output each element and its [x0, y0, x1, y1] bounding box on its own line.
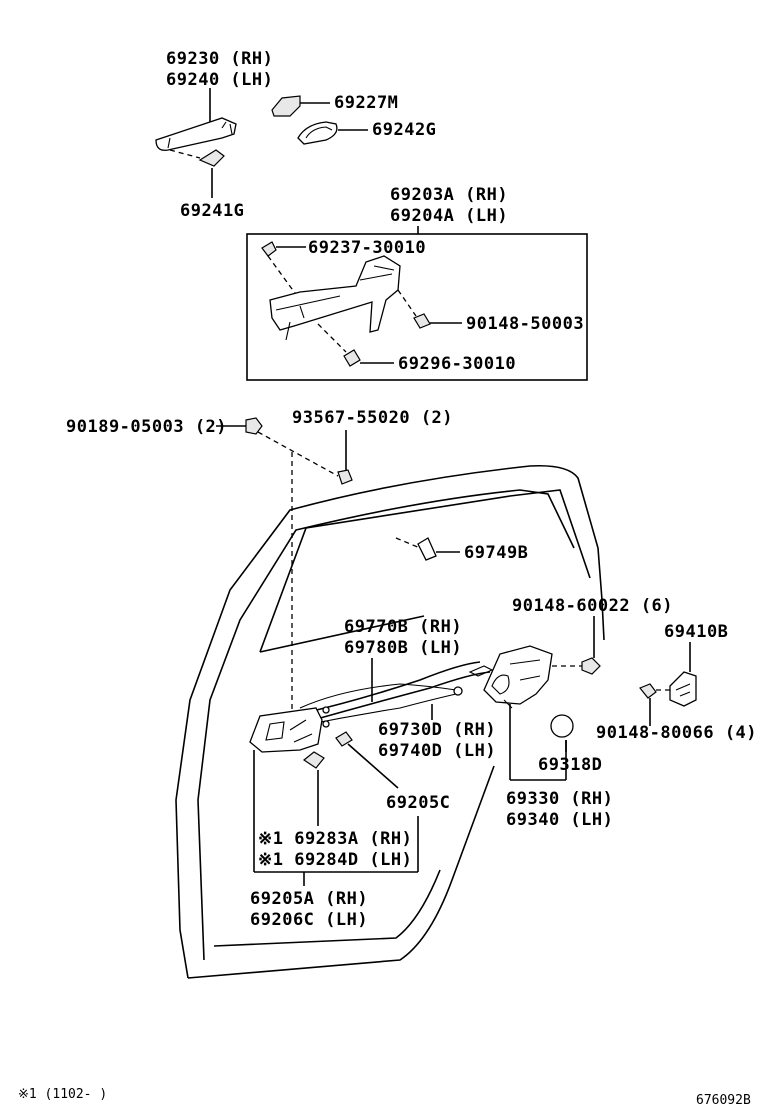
dash-69237 — [267, 255, 301, 301]
label-69240: 69240 (LH) — [166, 70, 273, 90]
cover-69318D — [550, 714, 574, 738]
label-69330: 69330 (RH) — [506, 789, 613, 809]
door-bottom-inner — [213, 869, 441, 947]
cable-end-2 — [322, 720, 330, 728]
label-69410B: 69410B — [664, 622, 728, 642]
pad-69242G — [297, 121, 338, 145]
footnote: ※1 (1102- ) — [18, 1087, 107, 1102]
dash-90148-50003 — [397, 289, 417, 317]
window-frame — [259, 489, 591, 653]
pad-69227M — [271, 95, 301, 117]
leader-69205C — [347, 743, 399, 789]
screw-90148-60022 — [581, 657, 601, 675]
label-69780B: 69780B (LH) — [344, 638, 462, 658]
pad-69242G-inner — [305, 126, 333, 139]
label-69241G: 69241G — [180, 201, 244, 221]
door-outline — [175, 464, 605, 979]
figure-code: 676092B — [696, 1093, 751, 1108]
clip-90189 — [245, 417, 263, 435]
label-69204A: 69204A (LH) — [390, 206, 508, 226]
label-69770B: 69770B (RH) — [344, 617, 462, 637]
label-69205A: 69205A (RH) — [250, 889, 368, 909]
door-inner-edge — [197, 489, 575, 961]
screw-90148-80066 — [639, 683, 657, 699]
screw-69237 — [261, 241, 277, 257]
screw-69296 — [343, 349, 361, 367]
label-69230: 69230 (RH) — [166, 49, 273, 69]
handle-pad-69241G — [198, 149, 225, 167]
door-outer-edge — [175, 464, 605, 979]
outside-handle — [155, 117, 237, 151]
dash-93567 — [257, 431, 339, 477]
handle-frame-group — [261, 241, 462, 367]
door-lock-assembly — [483, 645, 553, 705]
label-69296: 69296-30010 — [398, 354, 516, 374]
dash-69749B — [395, 537, 421, 549]
inside-handle — [249, 707, 323, 753]
label-69749B: 69749B — [464, 543, 528, 563]
outside-handle-detail — [167, 121, 233, 149]
clip-69749B — [417, 537, 437, 561]
label-69284D: ※1 69284D (LH) — [258, 850, 412, 870]
label-69740D: 69740D (LH) — [378, 741, 496, 761]
label-69730D: 69730D (RH) — [378, 720, 496, 740]
cable-end-1 — [322, 706, 330, 714]
cable-69730D-a — [299, 683, 457, 709]
label-93567: 93567-55020 (2) — [292, 408, 453, 428]
label-69206C: 69206C (LH) — [250, 910, 368, 930]
inside-handle-detail — [265, 719, 313, 743]
label-90148-60022: 90148-60022 (6) — [512, 596, 673, 616]
cable-69770B-b — [305, 671, 491, 723]
cable-end-69730D — [453, 686, 463, 696]
bezel-69283A — [302, 751, 325, 769]
frame-sub-assembly-box — [246, 233, 588, 381]
label-90189: 90189-05003 (2) — [66, 417, 227, 437]
handle-frame-detail — [275, 265, 395, 341]
label-69283A: ※1 69283A (RH) — [258, 829, 412, 849]
label-69340: 69340 (LH) — [506, 810, 613, 830]
cable-69770B-a — [299, 661, 481, 715]
label-69205C: 69205C — [386, 793, 450, 813]
label-90148-50003: 90148-50003 — [466, 314, 584, 334]
label-69237: 69237-30010 — [308, 238, 426, 258]
bolt-90148-50003 — [413, 313, 431, 329]
window-bottom — [259, 615, 425, 653]
door-lock-detail — [491, 659, 541, 709]
door-bottom-edge — [187, 765, 495, 979]
label-69227M: 69227M — [334, 93, 398, 113]
screw-93567 — [337, 469, 353, 485]
label-69318D: 69318D — [538, 755, 602, 775]
leader-dash-69241 — [169, 149, 201, 159]
label-69203A: 69203A (RH) — [390, 185, 508, 205]
clip-69205C — [335, 731, 353, 747]
label-69242G: 69242G — [372, 120, 436, 140]
outside-handle-group — [155, 88, 368, 198]
dash-69296 — [317, 323, 347, 353]
striker-69410B — [669, 671, 697, 707]
striker-detail — [675, 683, 691, 697]
label-90148-80066: 90148-80066 (4) — [596, 723, 757, 743]
